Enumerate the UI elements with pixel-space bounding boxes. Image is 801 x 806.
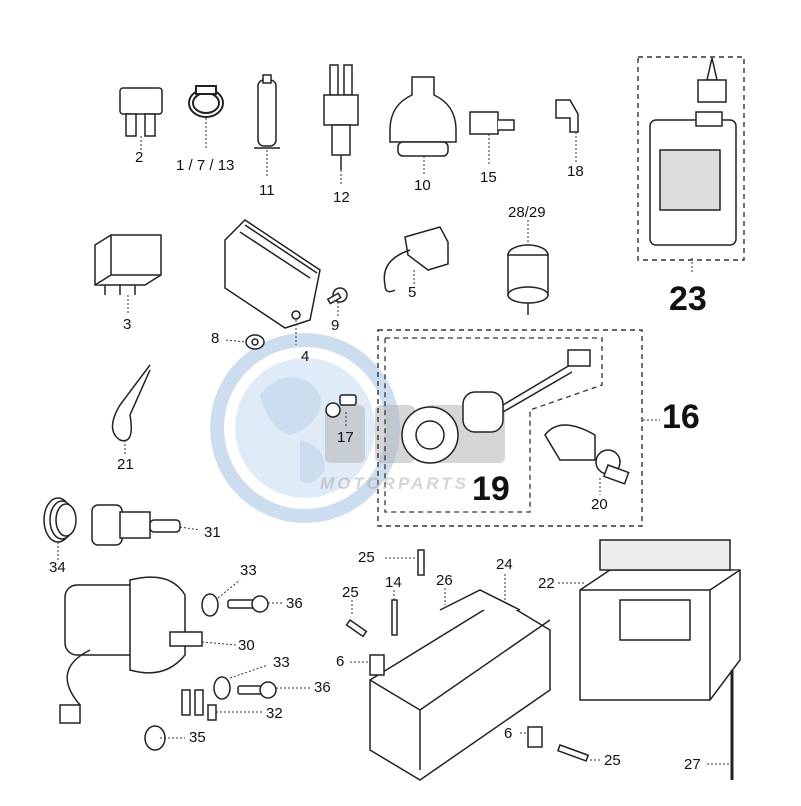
- callout-36-lower: 36: [314, 679, 331, 696]
- sensor-part: [383, 226, 449, 293]
- spring-part: [43, 497, 77, 543]
- callout-23: 23: [669, 280, 707, 318]
- brake-switch-part: [323, 64, 359, 170]
- callout-16: 16: [662, 398, 700, 436]
- group-box-16: [377, 329, 643, 527]
- callout-25-left: 25: [342, 584, 359, 601]
- callout-9: 9: [331, 317, 340, 334]
- callout-6-upper: 6: [336, 653, 345, 670]
- callout-33-upper: 33: [240, 562, 257, 579]
- cable-tie-part: [111, 364, 151, 442]
- battery-tray-part: [369, 589, 551, 781]
- oil-bottle-part: [649, 57, 737, 246]
- battery-part: [579, 539, 741, 701]
- callout-2: 2: [135, 149, 144, 166]
- clip-part: [555, 99, 579, 133]
- callout-11: 11: [259, 182, 275, 199]
- callout-12: 12: [333, 189, 350, 206]
- callout-31: 31: [204, 524, 221, 541]
- bolt-part: [325, 394, 357, 418]
- callout-1-7-13: 1 / 7 / 13: [176, 157, 235, 174]
- callout-5: 5: [408, 284, 417, 301]
- callout-20: 20: [591, 496, 608, 513]
- callout-25-bottom: 25: [604, 752, 621, 769]
- callout-28-29: 28/29: [508, 204, 546, 221]
- ignition-switch-part: [401, 349, 591, 464]
- group-box-23: [637, 56, 745, 261]
- relay-part: [94, 234, 162, 295]
- washer-part: [245, 334, 265, 350]
- callout-4: 4: [301, 348, 310, 365]
- starter-drive-part: [91, 504, 181, 546]
- washers-group: [144, 593, 231, 751]
- callout-6-lower: 6: [504, 725, 513, 742]
- callout-32: 32: [266, 705, 283, 722]
- callout-18: 18: [567, 163, 584, 180]
- socket-part: [507, 244, 549, 315]
- callout-24: 24: [496, 556, 513, 573]
- bolts-group: [227, 595, 277, 699]
- callout-33-lower: 33: [273, 654, 290, 671]
- callout-34: 34: [49, 559, 66, 576]
- fuse-part: [119, 87, 163, 137]
- callout-21: 21: [117, 456, 134, 473]
- callout-30: 30: [238, 637, 255, 654]
- bracket-part: [369, 654, 543, 748]
- regulator-part: [224, 219, 321, 329]
- hose-clamp-part: [188, 85, 224, 118]
- watermark-text: MOTORPARTS: [320, 474, 470, 493]
- callout-3: 3: [123, 316, 132, 333]
- callout-8: 8: [211, 330, 220, 347]
- callout-10: 10: [414, 177, 431, 194]
- screw-part: [326, 287, 348, 305]
- callout-27: 27: [684, 756, 701, 773]
- rubber-cap-part: [389, 76, 457, 157]
- terminals-part: [181, 689, 217, 721]
- callout-25-top: 25: [358, 549, 375, 566]
- callout-17: 17: [337, 429, 354, 446]
- callout-15: 15: [480, 169, 497, 186]
- callout-35: 35: [189, 729, 206, 746]
- callout-19: 19: [472, 470, 510, 508]
- tube-part: [254, 74, 280, 149]
- connector-part: [469, 111, 515, 135]
- callout-14: 14: [385, 574, 402, 591]
- callout-36-upper: 36: [286, 595, 303, 612]
- callout-22: 22: [538, 575, 555, 592]
- leader-lines: [57, 118, 730, 765]
- starter-motor-part: [59, 576, 203, 724]
- group-box-19: [384, 337, 603, 513]
- callout-26: 26: [436, 572, 453, 589]
- lock-part: [544, 424, 630, 485]
